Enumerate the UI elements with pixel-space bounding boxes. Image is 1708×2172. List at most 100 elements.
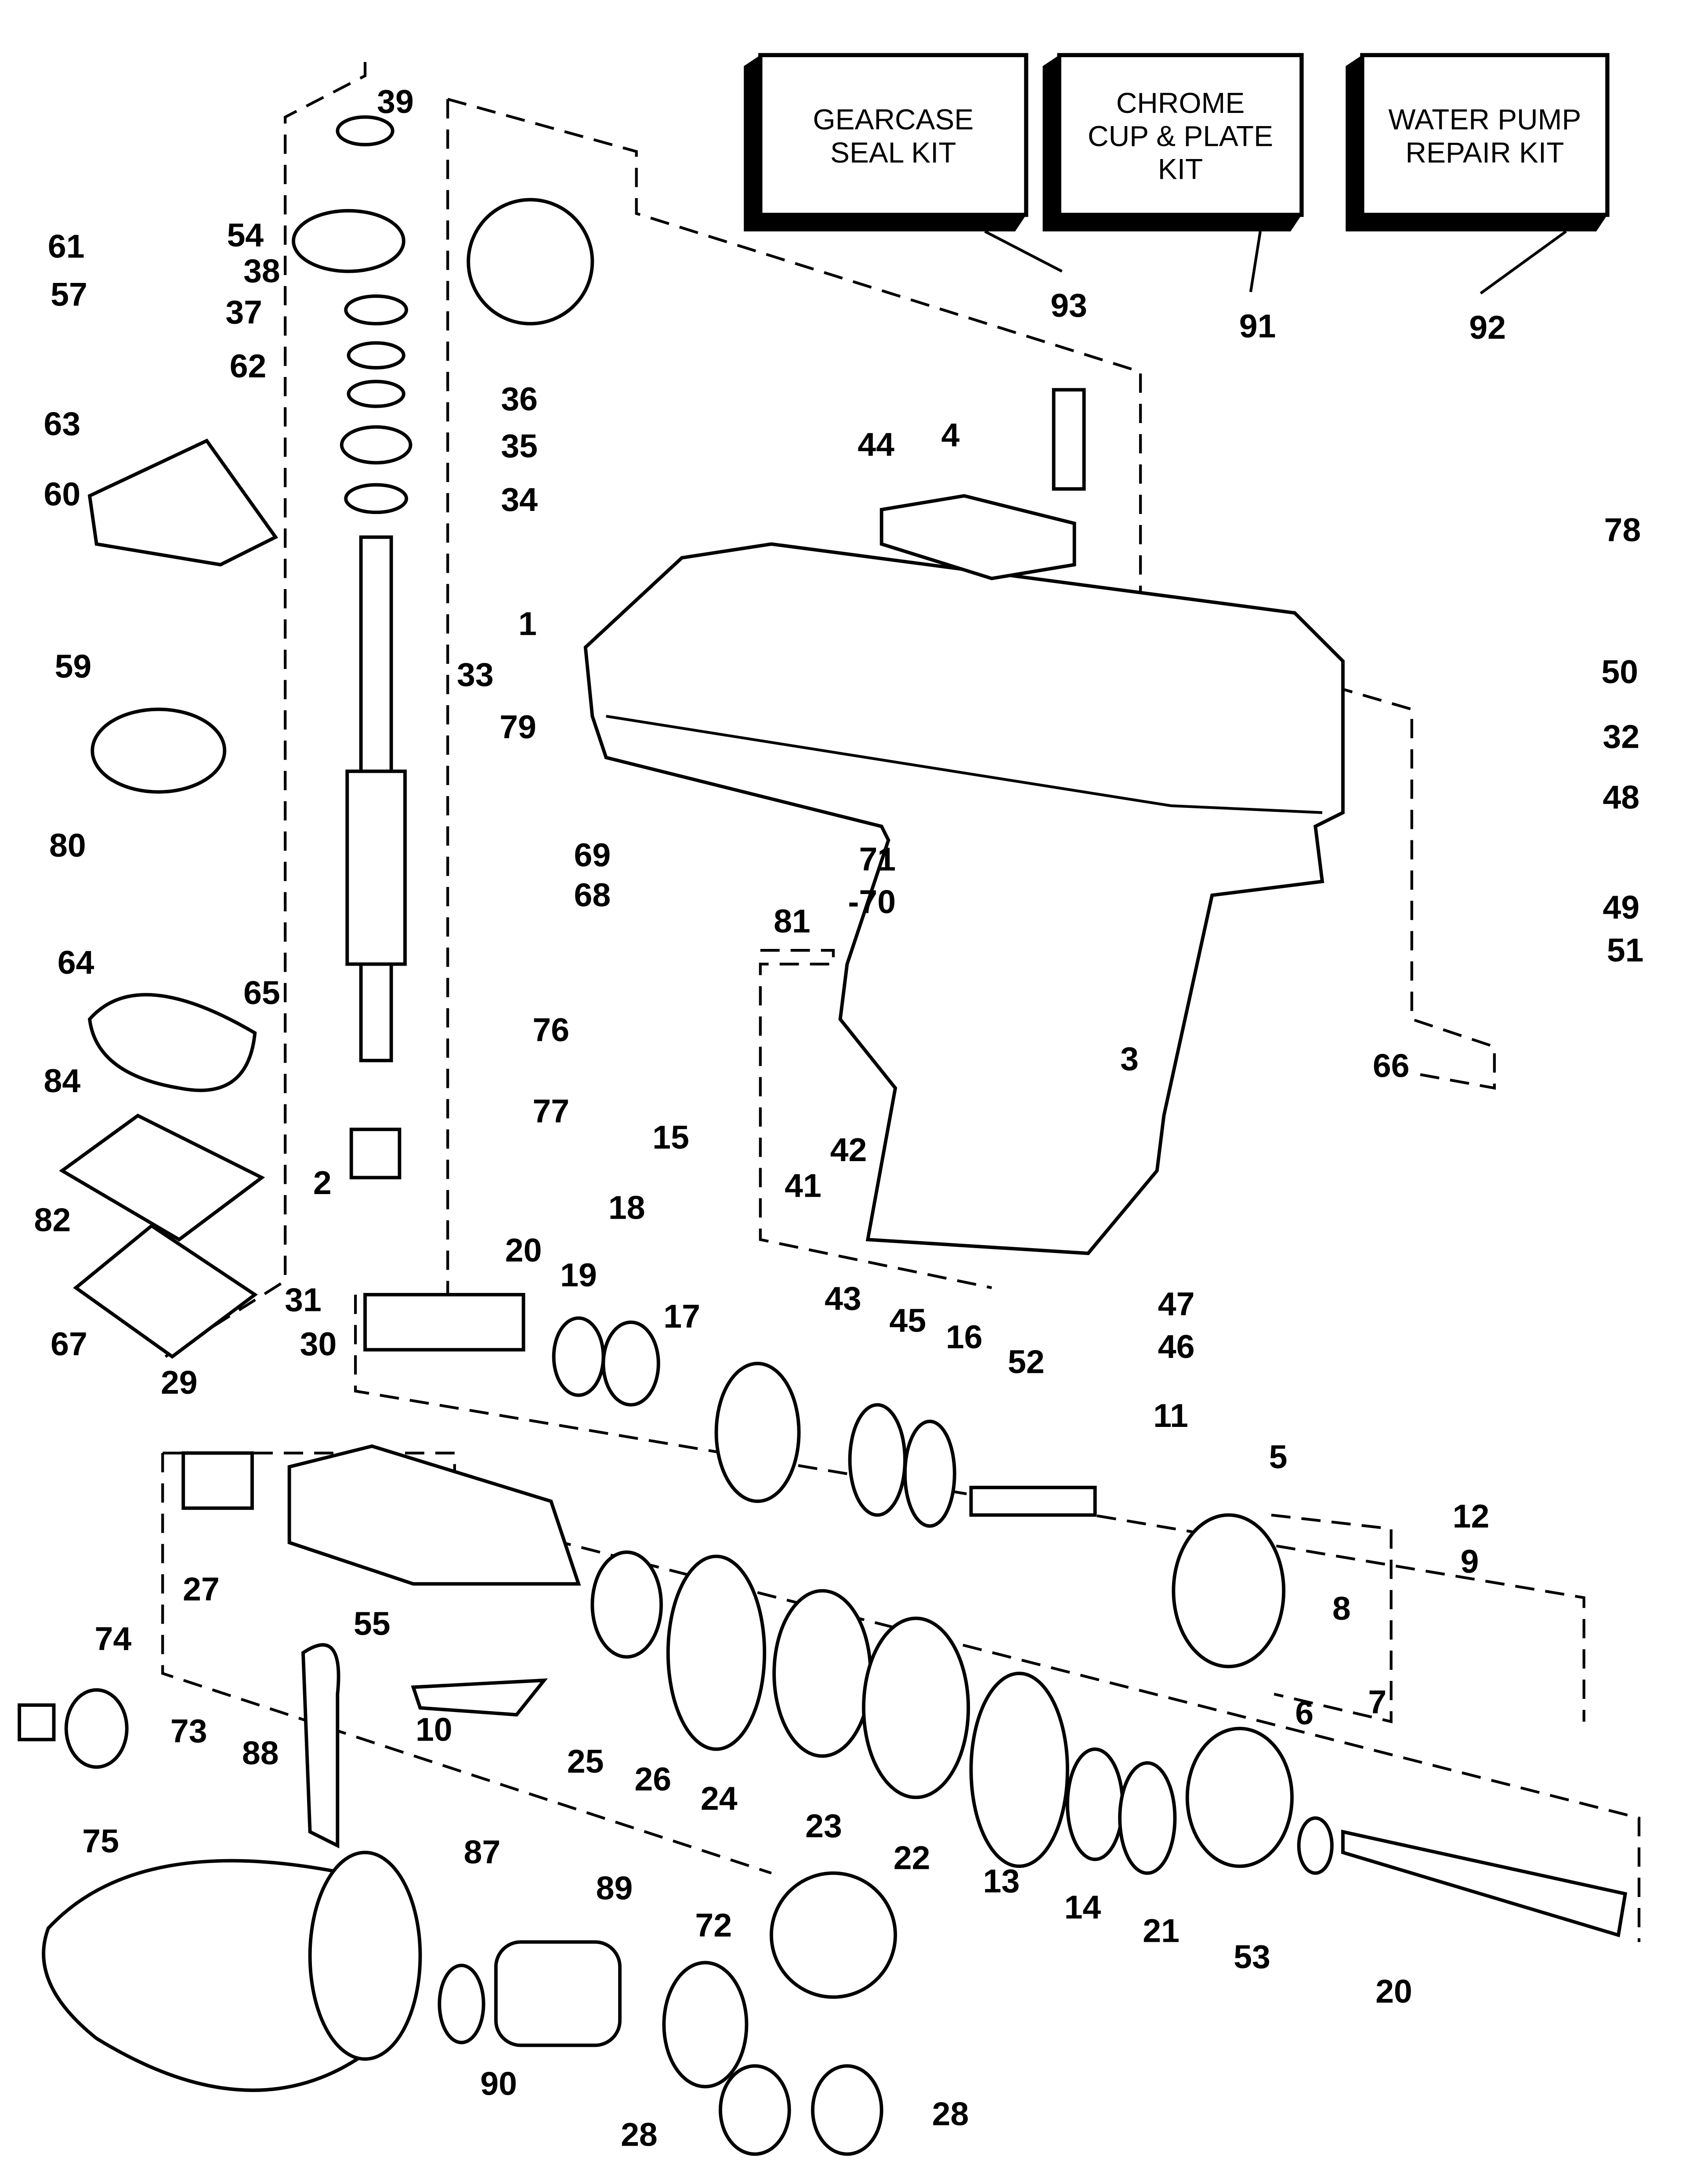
- part-number-label: 36: [501, 380, 538, 417]
- part-number-label: 8: [1332, 1590, 1351, 1627]
- part-number-label: 69: [574, 836, 611, 873]
- part-number-label: 65: [243, 974, 280, 1011]
- part-number-label: 28: [621, 2116, 658, 2153]
- drive-shaft: [59, 115, 594, 1359]
- part-number-label: 82: [34, 1202, 71, 1238]
- part-number-label: 5: [1269, 1438, 1288, 1475]
- part-number-label: 87: [464, 1834, 501, 1871]
- part-number-label: 15: [652, 1119, 689, 1156]
- part-number-label: 25: [567, 1743, 604, 1780]
- part-number-label: 2: [313, 1164, 332, 1201]
- part-number-label: 89: [596, 1869, 633, 1906]
- part-number-label: 37: [225, 294, 262, 331]
- part-number-label: 10: [416, 1711, 452, 1748]
- part-number-label: 72: [695, 1907, 732, 1944]
- part-number-label: 24: [701, 1780, 738, 1817]
- part-number-label: 50: [1601, 653, 1638, 690]
- part-number-label: 45: [889, 1302, 926, 1339]
- part-number-label: 13: [983, 1863, 1020, 1900]
- part-number-label: 20: [505, 1232, 542, 1269]
- kit-part-number: 93: [1050, 287, 1087, 324]
- part-number-label: 76: [532, 1011, 569, 1048]
- part-number-label: 26: [634, 1761, 671, 1798]
- part-number-label: 53: [1234, 1938, 1270, 1975]
- part-number-label: 17: [663, 1298, 700, 1335]
- part-number-label: 42: [830, 1131, 867, 1168]
- part-number-label: 54: [227, 217, 264, 253]
- part-number-label: 41: [785, 1167, 821, 1204]
- kit-box-face: [1057, 53, 1304, 217]
- part-number-label: 23: [805, 1807, 842, 1844]
- part-number-label: 14: [1064, 1889, 1101, 1926]
- part-number-label: 44: [858, 426, 894, 463]
- part-number-label: 77: [532, 1093, 569, 1129]
- leader-line: [1480, 230, 1567, 295]
- part-number-label: 75: [82, 1823, 119, 1860]
- part-number-label: 33: [457, 656, 494, 693]
- part-number-label: 84: [43, 1062, 80, 1099]
- part-number-label: 43: [825, 1280, 861, 1317]
- kit-name-line: SEAL KIT: [830, 136, 956, 169]
- kit-name-line: KIT: [1158, 153, 1203, 185]
- part-number-label: 71: [859, 840, 896, 877]
- propeller: [18, 1643, 897, 2156]
- part-number-label: 90: [480, 2065, 517, 2102]
- part-number-label: 47: [1158, 1285, 1195, 1322]
- part-number-label: 38: [243, 253, 280, 290]
- part-number-label: 21: [1143, 1912, 1180, 1949]
- kit-part-number: 91: [1239, 308, 1276, 344]
- part-number-label: 64: [58, 944, 94, 981]
- part-number-label: 9: [1460, 1543, 1479, 1580]
- part-number-label: 22: [894, 1839, 930, 1876]
- part-number-label: 16: [946, 1318, 983, 1355]
- part-number-label: 29: [161, 1364, 198, 1401]
- part-number-label: 60: [43, 476, 80, 513]
- part-number-label: 66: [1373, 1047, 1410, 1084]
- part-number-label: 4: [941, 416, 960, 453]
- part-number-label: 88: [242, 1734, 279, 1771]
- part-number-label: 3: [1120, 1040, 1139, 1077]
- part-number-label: 35: [501, 427, 538, 464]
- part-number-label: 67: [51, 1325, 87, 1362]
- part-number-label: 57: [51, 276, 87, 313]
- part-number-label: 78: [1604, 511, 1641, 548]
- part-number-label: 61: [48, 228, 85, 264]
- part-number-label: 19: [560, 1256, 597, 1293]
- part-number-label: 73: [170, 1712, 207, 1749]
- kit-part-number: 92: [1469, 309, 1506, 346]
- part-number-label: 6: [1295, 1694, 1314, 1731]
- part-number-label: 68: [574, 876, 611, 913]
- part-number-label: 51: [1607, 931, 1644, 968]
- part-number-label: 32: [1603, 718, 1639, 755]
- part-number-label: 79: [499, 708, 536, 745]
- kit-box-face: [1360, 53, 1610, 217]
- part-number-label: 1: [518, 605, 537, 642]
- part-number-label: 63: [43, 405, 80, 442]
- part-number-label: 31: [285, 1281, 322, 1318]
- part-number-label: 52: [1008, 1343, 1045, 1380]
- part-number-label: 7: [1368, 1683, 1386, 1720]
- leader-line: [1249, 231, 1262, 293]
- part-number-label: 39: [377, 83, 414, 120]
- propeller-shaft-assembly: [181, 1293, 1628, 1937]
- part-number-label: 62: [230, 348, 267, 384]
- part-number-label: 27: [183, 1571, 220, 1607]
- kit-box-face: [758, 53, 1028, 217]
- part-number-label: 59: [55, 648, 92, 684]
- part-number-label: 46: [1158, 1328, 1195, 1365]
- part-number-label: 11: [1153, 1397, 1188, 1434]
- kit-name-line: REPAIR KIT: [1405, 136, 1564, 169]
- kit-name-line: WATER PUMP: [1388, 103, 1581, 136]
- part-number-label: 81: [774, 902, 811, 939]
- kit-name-line: GEARCASE: [813, 103, 973, 136]
- part-number-label: 30: [300, 1325, 337, 1362]
- part-number-label: 34: [501, 481, 538, 518]
- part-number-label: 12: [1453, 1498, 1490, 1535]
- part-number-label: 28: [932, 2095, 969, 2132]
